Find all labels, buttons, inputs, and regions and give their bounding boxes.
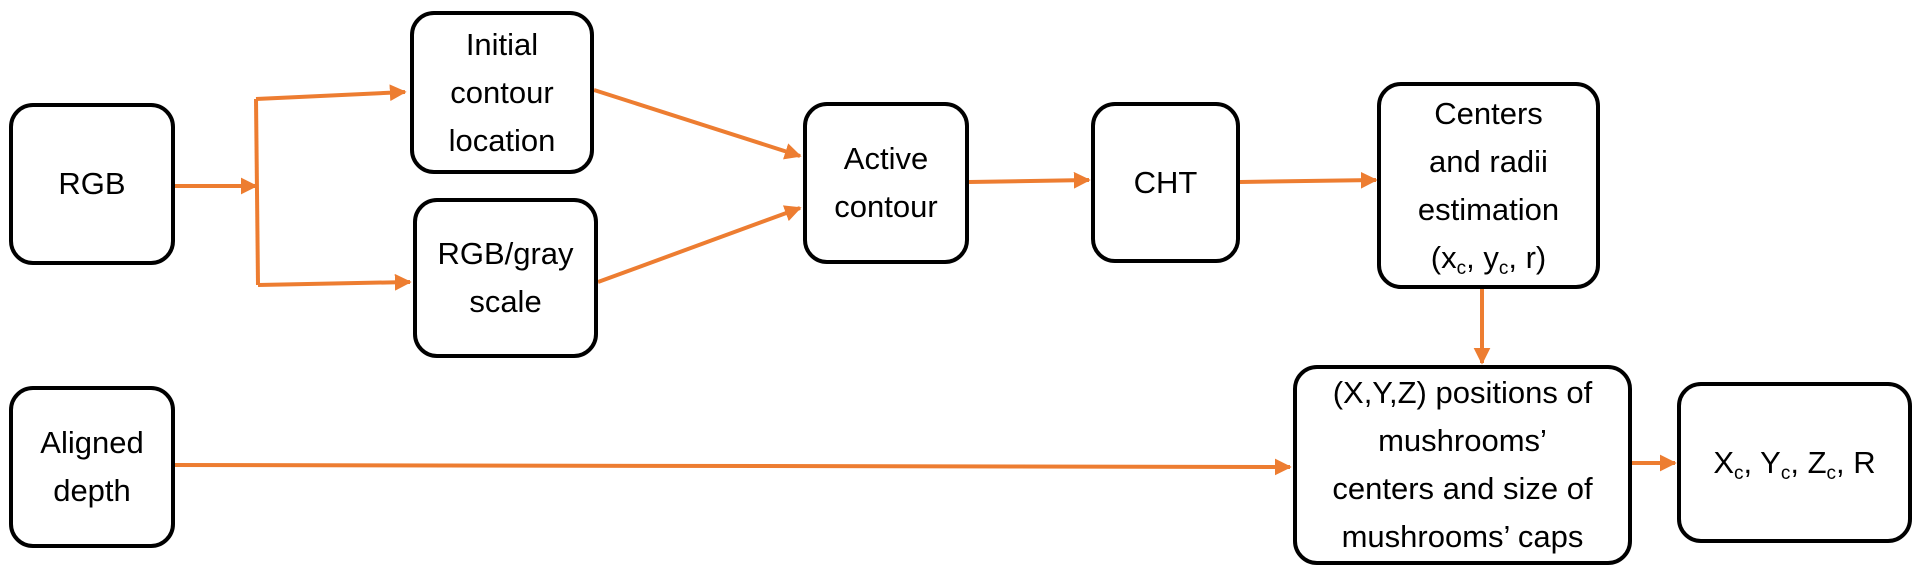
node-aligned-depth-line1: Aligned: [40, 425, 144, 460]
node-cht: CHT: [1091, 102, 1240, 263]
node-centers-line3: estimation: [1417, 191, 1560, 227]
node-rgb-gray-line1: RGB/gray: [437, 236, 574, 271]
node-centers-formula: (xc, yc, r): [1430, 239, 1547, 279]
node-output-formula: Xc, Yc, Zc, R: [1713, 444, 1876, 484]
node-active-contour-line2: contour: [834, 189, 938, 224]
node-aligned-depth: Aligned depth: [9, 386, 175, 548]
node-output: Xc, Yc, Zc, R: [1677, 382, 1912, 543]
node-centers-line1: Centers: [1434, 95, 1543, 131]
arrow-to-initial-contour: [255, 84, 407, 102]
arrow-cht-to-centers: [1239, 171, 1378, 189]
node-positions-line2: mushrooms’: [1378, 423, 1547, 458]
node-positions-line4: mushrooms’ caps: [1341, 519, 1584, 554]
arrow-active-to-cht: [968, 171, 1091, 189]
arrow-initial-to-active: [593, 88, 802, 160]
arrow-gray-to-active: [597, 205, 802, 284]
node-initial-contour-line3: location: [448, 122, 556, 158]
node-rgb-gray-line2: scale: [469, 284, 542, 319]
node-initial-contour-line1: Initial: [465, 26, 539, 62]
node-active-contour-line1: Active: [843, 141, 929, 176]
split-line: [254, 98, 260, 286]
node-rgb: RGB: [9, 103, 175, 265]
arrow-depth-to-positions: [174, 458, 1292, 476]
node-aligned-depth-line2: depth: [53, 473, 131, 508]
node-initial-contour: Initial contour location: [410, 11, 594, 174]
node-positions: (X,Y,Z) positions of mushrooms’ centers …: [1293, 365, 1632, 565]
node-positions-line1: (X,Y,Z) positions of: [1332, 375, 1593, 410]
arrow-to-rgb-gray: [257, 273, 412, 291]
node-rgb-gray: RGB/gray scale: [413, 198, 598, 358]
node-initial-contour-line2: contour: [450, 74, 554, 110]
node-positions-line3: centers and size of: [1332, 471, 1593, 506]
node-rgb-label: RGB: [58, 166, 126, 201]
node-centers-line2: and radii: [1429, 143, 1548, 179]
node-centers-radii: Centers and radii estimation (xc, yc, r): [1377, 82, 1600, 289]
node-active-contour: Active contour: [803, 102, 969, 264]
node-cht-label: CHT: [1133, 164, 1198, 200]
